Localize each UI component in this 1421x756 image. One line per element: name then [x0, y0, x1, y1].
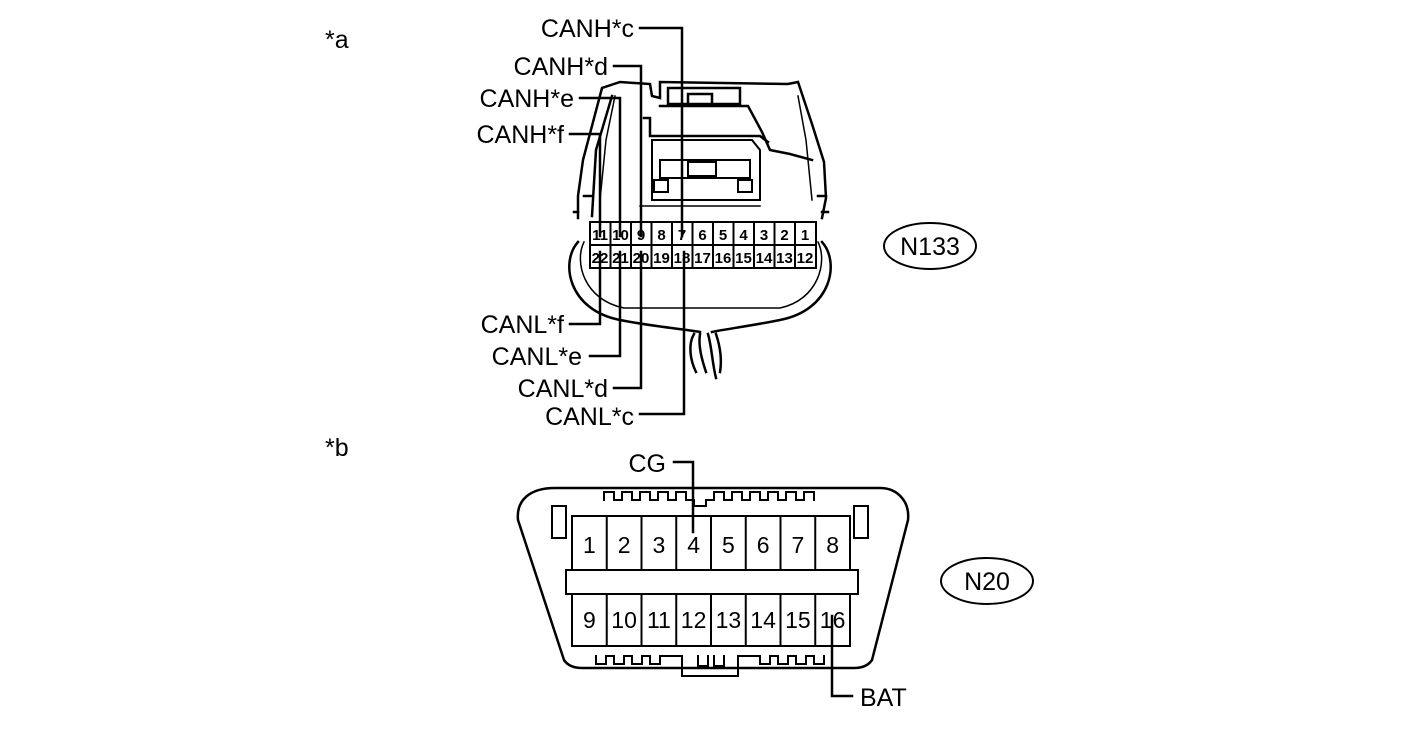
n133-id-label: N133: [900, 233, 960, 261]
n133-pin: 6: [698, 227, 706, 244]
label-canh-d: CANH*d: [514, 53, 608, 81]
n20-pin: 8: [826, 532, 839, 558]
n20-pin: 4: [687, 532, 700, 558]
n20-pin: 9: [583, 607, 596, 633]
n133-pin: 18: [674, 250, 691, 267]
n20-pin: 7: [792, 532, 805, 558]
n133-pin: 16: [715, 250, 732, 267]
leader-canh-c: [638, 26, 684, 238]
leader-canl-d: [612, 250, 643, 390]
n20-pin: 6: [757, 532, 770, 558]
n133-callouts: CANH*c CANH*d CANH*e CANH*f CANL*f CANL*…: [476, 15, 634, 431]
n133-pin: 8: [657, 227, 665, 244]
label-canl-e: CANL*e: [492, 343, 582, 371]
view-label-b: *b: [325, 434, 349, 462]
n133-pin: 3: [760, 227, 768, 244]
n20-pin: 10: [611, 607, 637, 633]
label-canl-d: CANL*d: [518, 375, 608, 403]
n133-pin: 19: [653, 250, 670, 267]
n133-pin: 5: [719, 227, 727, 244]
label-canh-e: CANH*e: [480, 85, 574, 113]
n133-pin: 12: [797, 250, 814, 267]
n133-id-bubble: [883, 222, 977, 270]
leader-canl-f: [568, 250, 602, 326]
n133-pin: 1: [801, 227, 809, 244]
n20-pin: 13: [716, 607, 742, 633]
leader-canh-e: [578, 96, 622, 238]
connector-n20: 1 2 3 4 5 6 7 8 9 10 11 12 13 14 15 16 C…: [516, 450, 1034, 712]
n20-pin: 1: [583, 532, 596, 558]
n20-pin: 5: [722, 532, 735, 558]
n133-leader-lines: [568, 26, 686, 416]
leader-bat: [830, 614, 854, 698]
n133-housing: [568, 80, 832, 380]
leader-canh-d: [612, 64, 643, 238]
n133-pin-block: [589, 221, 817, 269]
leader-canl-c: [638, 250, 686, 416]
n133-pin: 13: [776, 250, 793, 267]
n20-pin: 2: [618, 532, 631, 558]
label-canl-f: CANL*f: [481, 311, 564, 339]
n20-top-row: 1 2 3 4 5 6 7 8: [583, 532, 839, 558]
n20-pin: 11: [647, 607, 671, 633]
connector-n133: 11 10 9 8 7 6 5 4 3 2 1 22 21 20 19 18 1…: [476, 15, 977, 431]
n20-pin: 3: [653, 532, 666, 558]
n20-pin-block: [565, 515, 859, 647]
n133-pin: 15: [735, 250, 752, 267]
n133-top-row: 11 10 9 8 7 6 5 4 3 2 1: [592, 227, 809, 244]
leader-canh-f: [568, 132, 602, 238]
n20-bottom-row: 9 10 11 12 13 14 15 16: [583, 607, 845, 633]
view-label-a: *a: [325, 26, 349, 54]
n20-leader-lines: [672, 460, 854, 698]
n133-pin: 4: [739, 227, 748, 244]
n20-housing: [516, 486, 910, 677]
n20-pin: 15: [785, 607, 811, 633]
n20-pin: 14: [750, 607, 776, 633]
leader-cg: [672, 460, 695, 534]
n133-bottom-row: 22 21 20 19 18 17 16 15 14 13 12: [592, 250, 814, 267]
label-canh-f: CANH*f: [476, 121, 564, 149]
n133-pin: 17: [694, 250, 711, 267]
n133-pin: 14: [756, 250, 773, 267]
leader-canl-e: [588, 250, 622, 358]
label-canl-c: CANL*c: [545, 403, 634, 431]
label-canh-c: CANH*c: [541, 15, 634, 43]
n20-pin: 12: [681, 607, 707, 633]
n20-id-bubble: [940, 557, 1034, 605]
label-cg: CG: [629, 450, 667, 478]
n133-pin: 2: [780, 227, 788, 244]
n20-id-label: N20: [964, 568, 1010, 596]
label-bat: BAT: [860, 684, 907, 712]
